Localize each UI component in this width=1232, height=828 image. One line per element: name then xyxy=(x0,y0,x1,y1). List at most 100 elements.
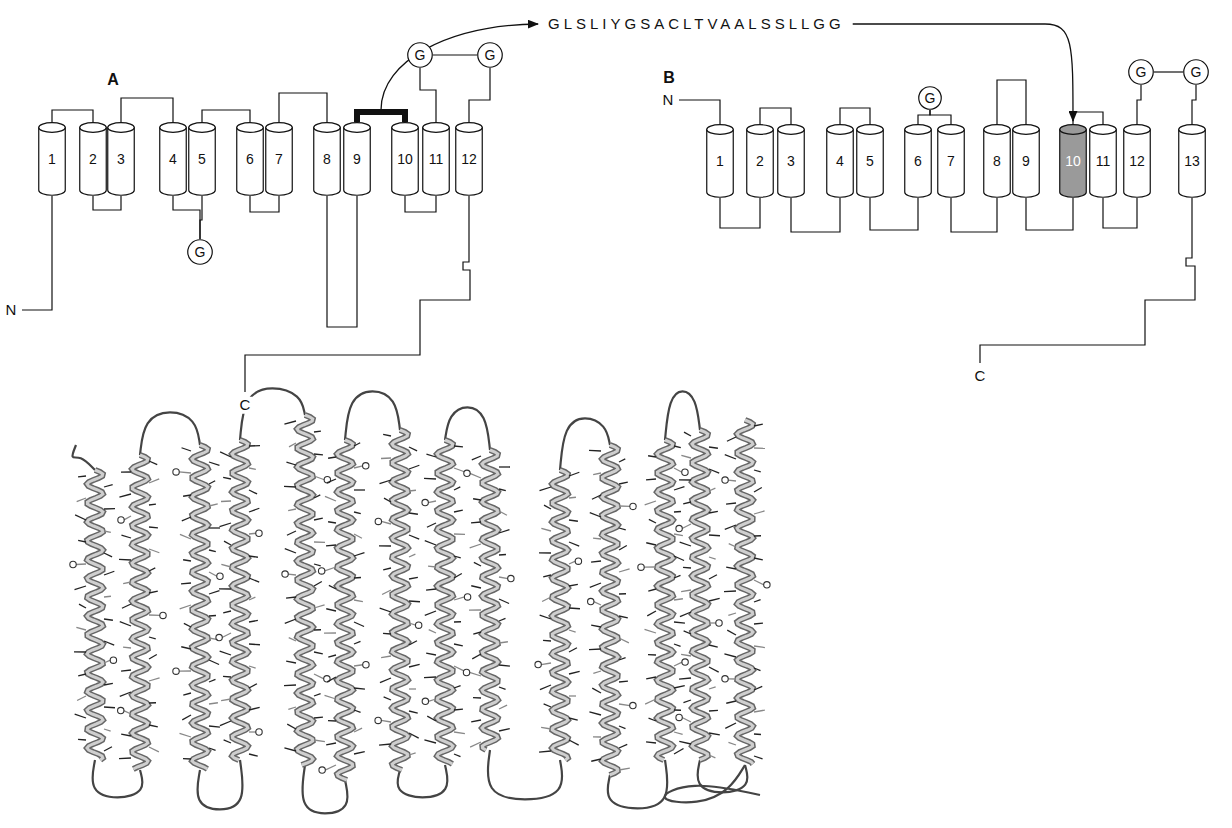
side-chain xyxy=(674,709,681,711)
side-chain xyxy=(754,646,765,648)
circle-border xyxy=(408,43,433,68)
side-chain xyxy=(728,479,736,481)
side-chain xyxy=(286,661,296,663)
side-chain xyxy=(754,535,761,537)
side-chain xyxy=(314,453,323,455)
side-chain xyxy=(472,654,481,659)
side-chain xyxy=(543,640,551,642)
helix-number: 1 xyxy=(48,152,56,166)
side-chain xyxy=(424,478,436,480)
aromatic-ring xyxy=(463,669,469,675)
cylinder-cap xyxy=(344,123,371,133)
side-chain xyxy=(709,645,718,647)
glycan-mark: G xyxy=(195,245,206,259)
side-chain xyxy=(725,723,736,728)
side-chain xyxy=(209,703,218,704)
helix-number: 12 xyxy=(1129,154,1145,168)
side-chain xyxy=(380,678,391,683)
loop-connector xyxy=(420,68,436,122)
side-chain xyxy=(470,473,481,478)
side-chain xyxy=(76,627,86,630)
side-chain xyxy=(674,644,681,646)
side-chain xyxy=(681,455,691,458)
side-chain xyxy=(149,725,158,727)
ribbon-loop xyxy=(140,412,200,455)
side-chain xyxy=(540,487,551,491)
side-chain xyxy=(649,519,656,523)
helix-ribbon xyxy=(692,430,708,760)
helix-number: 7 xyxy=(275,152,283,166)
glycosylation-circle: G xyxy=(187,239,213,265)
side-chain xyxy=(314,674,324,679)
terminus-label: N xyxy=(4,302,19,319)
side-chain xyxy=(324,632,336,634)
side-chain xyxy=(569,472,579,476)
helix-number: 11 xyxy=(1096,154,1111,168)
side-chain xyxy=(470,544,481,548)
side-chain xyxy=(121,670,131,671)
cylinder-cap xyxy=(266,123,293,133)
side-chain xyxy=(709,469,719,473)
cylinder-body xyxy=(1124,129,1151,197)
side-chain xyxy=(249,643,260,645)
side-chain xyxy=(78,540,86,542)
helix-cylinder: 3 xyxy=(777,124,805,198)
loop-connector xyxy=(870,198,918,230)
cylinder-body xyxy=(423,127,450,195)
loop-connector xyxy=(469,68,490,122)
cylinder-body xyxy=(392,127,419,195)
side-chain xyxy=(354,534,362,538)
side-chain xyxy=(454,708,463,710)
aromatic-ring xyxy=(535,661,541,667)
side-chain xyxy=(149,637,156,639)
aromatic-ring xyxy=(318,568,324,574)
n-terminus-tail xyxy=(22,196,52,310)
side-chain xyxy=(592,495,601,499)
side-chain xyxy=(314,605,325,608)
side-chain xyxy=(149,591,158,593)
side-chain xyxy=(409,554,415,557)
loop-connector xyxy=(279,93,327,122)
side-chain xyxy=(224,740,231,743)
cylinder-body xyxy=(108,127,135,195)
side-chain xyxy=(680,542,691,546)
side-chain xyxy=(619,616,628,618)
loop-connector xyxy=(720,198,760,228)
side-chain xyxy=(327,479,336,483)
side-chain xyxy=(284,486,296,488)
side-chain xyxy=(77,498,86,502)
glycosylation-circle: G xyxy=(1183,59,1209,85)
side-chain xyxy=(314,694,321,696)
helix-ribbon xyxy=(552,470,568,760)
helix-number: 2 xyxy=(89,152,97,166)
side-chain xyxy=(727,630,736,635)
side-chain xyxy=(728,678,736,679)
side-chain xyxy=(354,752,365,754)
loop-connector xyxy=(202,110,250,122)
helix-cylinder: 8 xyxy=(983,124,1011,198)
side-chain xyxy=(314,430,321,432)
side-chain xyxy=(381,521,391,524)
side-chain xyxy=(381,457,391,459)
side-chain xyxy=(725,455,736,459)
side-chain xyxy=(645,501,656,505)
side-chain xyxy=(499,687,506,689)
aromatic-ring xyxy=(363,463,369,469)
side-chain xyxy=(284,748,296,751)
side-chain xyxy=(593,473,601,475)
aromatic-ring xyxy=(722,676,728,682)
side-chain xyxy=(209,481,215,484)
helix-ribbon xyxy=(232,440,248,760)
side-chain xyxy=(123,582,131,584)
side-chain xyxy=(288,707,296,709)
side-chain xyxy=(288,509,296,511)
side-chain xyxy=(104,485,113,487)
side-chain xyxy=(286,462,296,465)
transfer-arrow xyxy=(381,24,538,110)
side-chain xyxy=(409,711,418,713)
side-chain xyxy=(619,593,626,595)
side-chain xyxy=(181,647,191,649)
side-chain xyxy=(249,754,258,756)
cylinder-body xyxy=(707,129,734,197)
side-chain xyxy=(223,676,231,678)
